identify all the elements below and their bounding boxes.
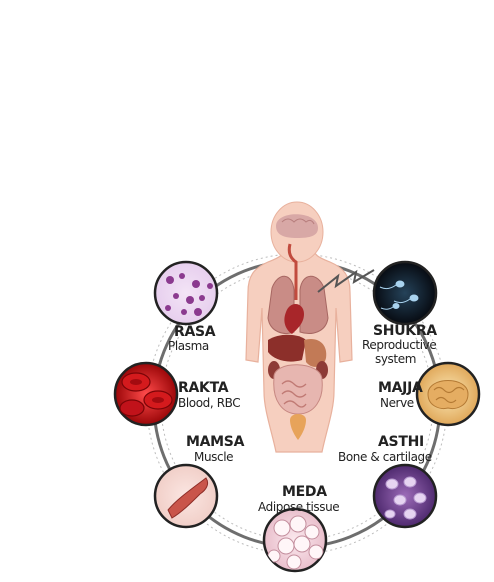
rasa-plasma-image [153,260,219,326]
majja-name: MAJJA [378,380,423,396]
stomach [304,338,327,367]
rasa-name: RASA [174,324,216,340]
shukra-reproductive-image [372,260,438,326]
asthi-bone-image [372,463,438,529]
dhatu-rasa: RASA Plasma [153,260,219,353]
lightning-bolt [317,269,375,293]
asthi-desc: Bone & cartilage [338,450,432,464]
dhatu-shukra: SHUKRA Reproductive system [362,260,438,366]
dhatu-rakta: RAKTA Blood, RBC [113,361,241,427]
shukra-desc: Reproductive [362,338,436,352]
bladder [290,414,306,440]
mamsa-name: MAMSA [186,434,245,450]
rasa-desc: Plasma [168,339,209,353]
rakta-name: RAKTA [178,380,229,396]
majja-desc: Nerve [380,396,414,410]
intestines [273,364,323,415]
dhatu-asthi: ASTHI Bone & cartilage [338,434,438,529]
shukra-name: SHUKRA [373,323,437,339]
rakta-desc: Blood, RBC [178,396,240,410]
dhatu-majja: MAJJA Nerve [378,361,481,427]
human-anatomy-figure [245,201,375,453]
asthi-name: ASTHI [378,434,424,450]
dhatu-meda: MEDA Adipose tissue [258,484,340,573]
mamsa-desc: Muscle [194,450,233,464]
brain [276,214,318,238]
meda-desc: Adipose tissue [258,500,339,514]
shukra-desc-line2: system [375,352,416,366]
liver [268,334,306,362]
meda-name: MEDA [282,484,327,500]
heart [284,303,304,334]
dhatu-mamsa: MAMSA Muscle [153,434,245,529]
